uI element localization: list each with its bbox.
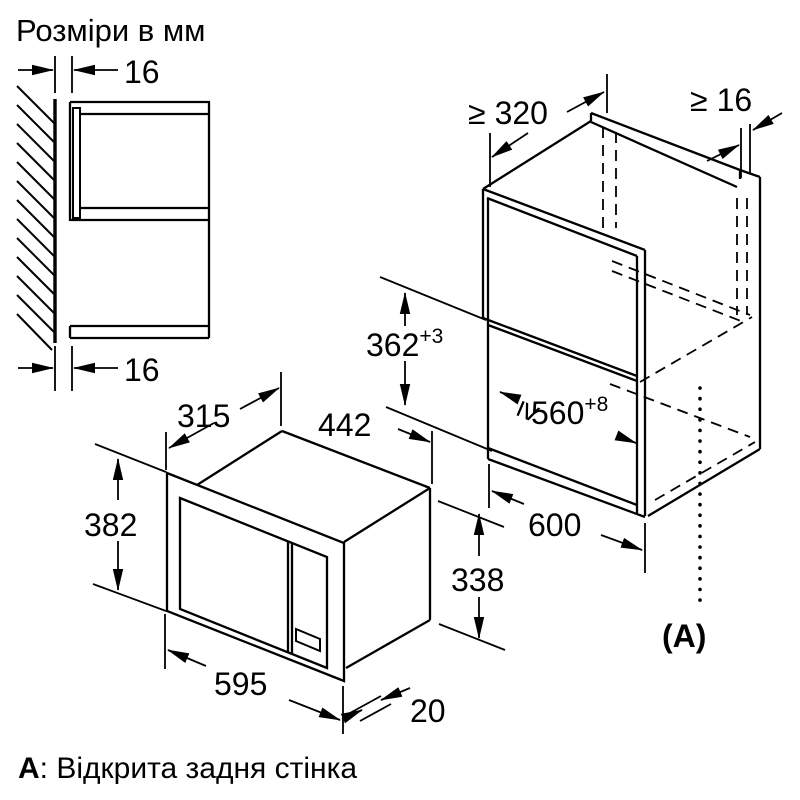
dim-label-362: 362+3 [366,325,443,363]
dim-niche-height-362: 362+3 [366,276,493,452]
dim-rear-gap-16: ≥16 [690,82,783,178]
wall-hatching [16,85,55,351]
dim-label-442: 442 [318,407,371,443]
hidden-back-panel-edges [602,127,748,315]
cabinet-front-panel [481,187,646,448]
dim-niche-depth-320: ≥320 [468,74,608,187]
door-control-divider [286,541,294,654]
body-top-and-side [196,429,432,669]
dim-niche-width-560: ≥ 560+8 [499,391,637,444]
dim-label-320: ≥320 [468,95,548,131]
dim-label-382: 382 [84,507,137,543]
cabinet-section-profile [68,100,211,340]
dim-label-315: 315 [177,398,230,434]
dim-depth-315: 315 [165,372,282,470]
dim-label-rear-16: ≥16 [690,82,752,118]
frame-inner-edge [178,496,329,670]
cabinet-niche-drawing: (А) ≥320 ≥16 362+3 ≥ 560+8 [366,74,783,654]
dim-label-600: 600 [528,507,581,543]
dim-wall-gap-bottom: 16 [18,346,160,391]
dim-body-width-442: 442 [318,407,433,484]
dim-label-top-16: 16 [124,54,160,90]
dim-body-height-338: 338 [437,500,506,651]
page-title: Розміри в мм [16,13,206,48]
dim-label-bottom-16: 16 [124,352,160,388]
cabinet-top-back-edges [482,111,762,517]
dim-label-560: 560+8 [531,393,608,431]
dim-cabinet-width-600: 600 [488,464,646,573]
wall-cross-section: 16 16 [16,54,211,391]
dim-frame-overhang-20: 20 [340,687,446,729]
right-panel-front-edge [635,250,647,516]
open-back-marker: (А) [662,618,706,654]
hidden-shelf-edges [609,260,756,501]
back-panel-strip [72,107,81,219]
dim-label-20: 20 [410,693,446,729]
dim-wall-gap-top: 16 [18,54,160,93]
control-display [295,627,321,653]
dim-label-338: 338 [451,562,504,598]
legend-note: А: Відкрита задня стінка [18,752,357,785]
dim-label-595: 595 [214,666,267,702]
dim-frame-width-595: 595 [164,614,344,734]
dim-frame-height-382: 382 [84,443,167,612]
microwave-drawing: 315 442 382 338 595 20 [84,372,506,734]
front-frame [165,471,346,683]
